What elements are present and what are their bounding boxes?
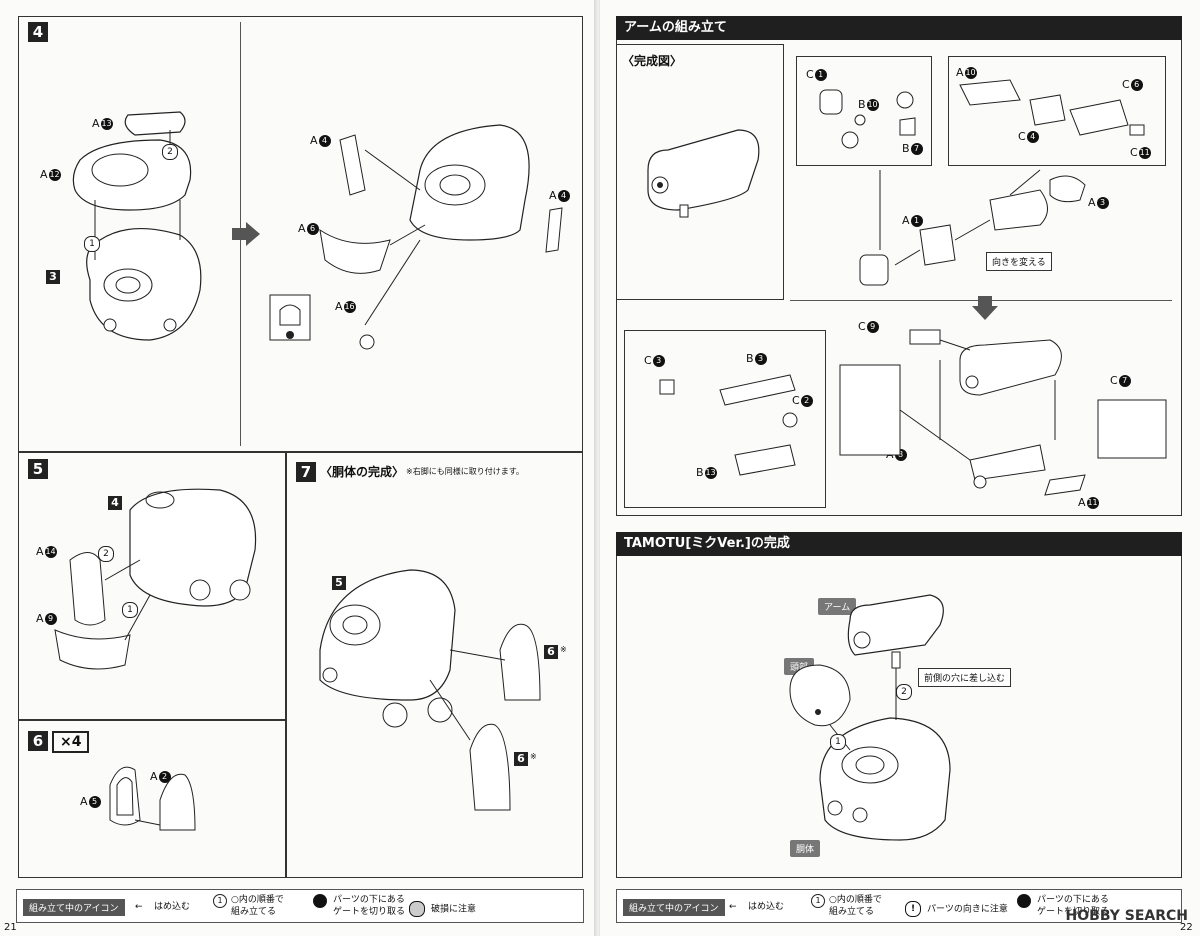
complete-figure-panel [616,44,784,300]
legend-title: 組み立て中のアイコン [23,899,125,916]
mark-a: ※ [560,645,567,654]
callout-change-direction: 向きを変える [986,252,1052,271]
subassembly-box-2 [948,56,1166,166]
order-1-final: 1 [830,734,846,750]
tag-arm: アーム [818,598,857,615]
step7-note: ※右脚にも同様に取り付けます。 [406,467,524,476]
step7-panel [286,452,583,878]
order-2-final: 2 [896,684,912,700]
final-section-title: TAMOTU[ミクVer.]の完成 [616,532,1182,556]
ref-part4: 4 [108,496,122,510]
page-number-left: 21 [4,922,17,933]
step5-panel [18,452,286,720]
step6-multiplier: ×4 [52,731,90,753]
order-2-step5: 2 [98,546,114,562]
arm-assembly-illustration [659,329,1167,496]
order-1: 1 [84,236,100,252]
order-2: 2 [162,144,178,160]
ref-part5: 5 [332,576,346,590]
legend-fit-right: ← はめ込む [729,902,785,912]
legend-gate-right: パーツの下にあるゲートを切り取る [1017,894,1109,918]
step4-number: 4 [28,22,48,42]
fit-arrow-icon: ← [135,902,143,912]
final-assembly-illustration [789,594,951,841]
step4-panel [18,16,583,452]
step4-arrow [232,222,260,246]
down-arrow [972,296,998,320]
legend-damage: 破損に注意 [409,901,476,917]
legend-gate: パーツの下にあるゲートを切り取る [313,894,405,918]
subassembly-box-3 [624,330,826,508]
legend-direction: !パーツの向きに注意 [905,901,1008,917]
legend-fit: ← はめ込む [135,902,191,912]
mark-b: ※ [530,752,537,761]
callout-insert-front-hole: 前側の穴に差し込む [918,668,1012,687]
step7-number: 7 [296,462,316,482]
legend-order: 1○内の順番で組み立てる [213,894,284,918]
step4-right-illustration [269,124,563,350]
page-number-right: 22 [1180,922,1193,933]
legend-right: 組み立て中のアイコン ← はめ込む 1○内の順番で組み立てる !パーツの向きに注… [616,889,1182,923]
order-circle-icon: 1 [811,894,825,908]
step5-illustration [54,488,257,670]
direction-caution-icon: ! [905,901,921,917]
arm-parts-illustration [819,79,1145,286]
damage-caution-icon [409,901,425,917]
step6-number: 6 [28,731,48,751]
step4-left-illustration [72,111,202,341]
legend-order-right: 1○内の順番で組み立てる [811,894,882,918]
fit-arrow-icon: ← [729,902,737,912]
legend-title-right: 組み立て中のアイコン [623,899,725,916]
gate-cut-icon [1017,894,1031,908]
subassembly-box-1 [796,56,932,166]
ref-part6-b: 6 [514,752,528,766]
watermark: HOBBY SEARCH [1065,908,1188,924]
ref-part6-a: 6 [544,645,558,659]
step6-panel [18,720,286,878]
step7-title: 〈胴体の完成〉 [320,465,405,479]
arm-section-title: アームの組み立て [616,16,1182,40]
tag-body: 胴体 [790,840,821,857]
step5-number: 5 [28,459,48,479]
gate-cut-icon [313,894,327,908]
complete-figure-label: 〈完成図〉 [622,54,683,68]
order-circle-icon: 1 [213,894,227,908]
legend-left: 組み立て中のアイコン ← はめ込む 1○内の順番で組み立てる パーツの下にあるゲ… [16,889,584,923]
step7-illustration [319,569,541,811]
gutter [594,0,602,936]
ref-part3: 3 [46,270,60,284]
order-1-step5: 1 [122,602,138,618]
complete-arm-illustration [647,129,760,218]
step6-illustration [109,766,196,831]
